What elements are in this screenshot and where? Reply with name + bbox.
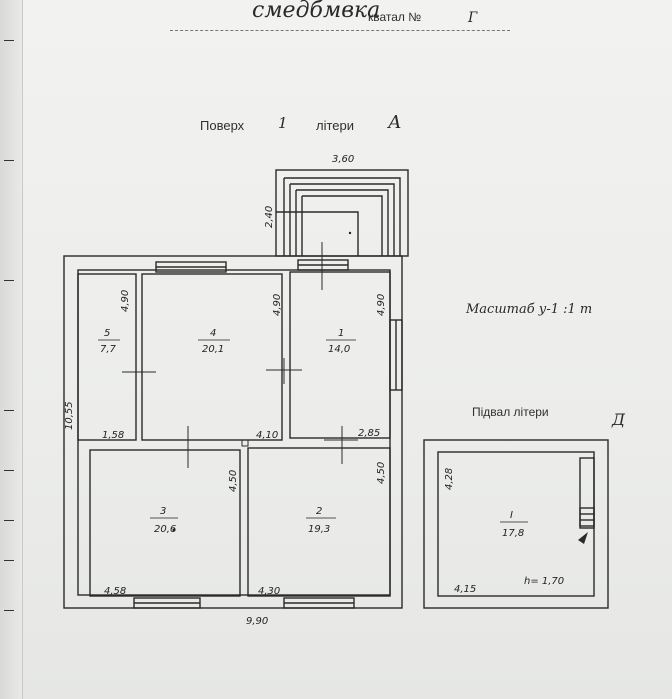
dim-room4-w: 4,10: [256, 430, 278, 441]
room-2-number: 2: [316, 506, 322, 517]
room-4-walls: [141, 273, 283, 441]
letter-value: А: [388, 112, 402, 133]
dim-room3-w: 4,58: [104, 586, 126, 597]
room-1-walls: [289, 271, 391, 439]
dim-roomI-height: h= 1,70: [524, 576, 564, 587]
dim-room1-w: 2,85: [358, 428, 380, 439]
annex-outline: [423, 439, 609, 609]
settlement-name: смедбмвка: [252, 0, 381, 23]
dim-roomI-h: 4,28: [444, 468, 455, 490]
floor-label: Поверх: [200, 118, 245, 133]
dim-room2-h: 4,50: [376, 462, 387, 484]
room-4-area: 20,1: [202, 344, 224, 355]
dim-room3-h: 4,50: [228, 470, 239, 492]
dim-room5-h: 4,90: [120, 290, 131, 312]
room-3-number: 3: [160, 506, 166, 517]
room-1-number: 1: [338, 328, 344, 339]
room-5-walls: [77, 273, 137, 441]
room-3-area: 20,6: [154, 524, 176, 535]
room-3-walls: [89, 449, 241, 597]
room-2-walls: [247, 447, 391, 597]
dim-porch-depth: 2,40: [264, 206, 275, 228]
quarter-value: Г: [468, 10, 478, 26]
dim-overall-width: 9,90: [246, 616, 268, 627]
room-I-number: I: [510, 510, 513, 521]
dim-roomI-w: 4,15: [454, 584, 476, 595]
dim-overall-height: 10,55: [64, 401, 75, 430]
room-5-number: 5: [104, 328, 110, 339]
annex-letter: Д: [612, 410, 626, 429]
letter-label: літери: [316, 118, 355, 133]
title-underline: [170, 2, 510, 31]
dim-room4-h: 4,90: [272, 294, 283, 316]
room-1-area: 14,0: [328, 344, 350, 355]
house-outline: [63, 255, 403, 609]
room-2-area: 19,3: [308, 524, 330, 535]
binder-edge: [0, 0, 23, 699]
dim-top-width: 3,60: [332, 154, 354, 165]
porch-outline: [275, 169, 409, 257]
floor-value: 1: [278, 114, 288, 132]
room-I-area: 17,8: [502, 528, 524, 539]
dim-room5-w: 1,58: [102, 430, 124, 441]
quarter-label: кватал №: [368, 10, 422, 24]
room-5-area: 7,7: [100, 344, 117, 355]
scale-text: Масштаб у-1 :1 m: [466, 302, 593, 317]
dim-room1-h: 4,90: [376, 294, 387, 316]
dim-room2-w: 4,30: [258, 586, 280, 597]
annex-label: Підвал літери: [472, 405, 549, 419]
room-4-number: 4: [210, 328, 216, 339]
